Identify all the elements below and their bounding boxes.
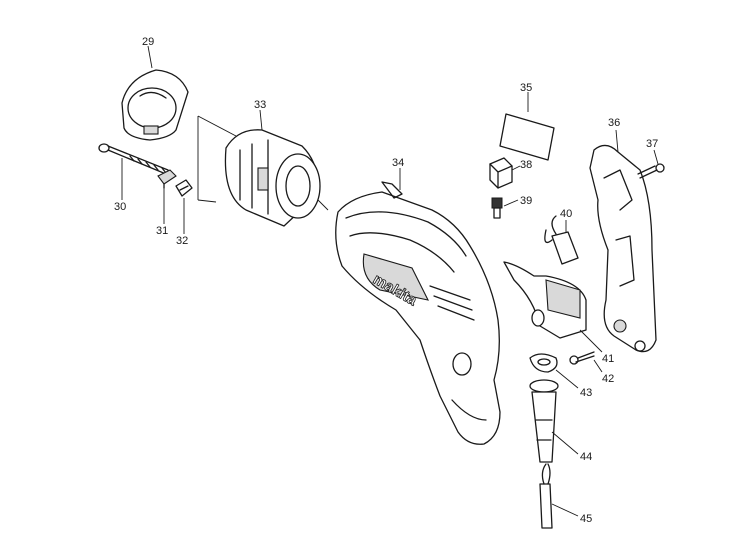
callout-33: 33 [254,99,266,111]
part-44-cord-guard [529,379,579,463]
part-41-switch [503,261,603,353]
callout-42: 42 [602,373,614,385]
callout-32: 32 [176,235,188,247]
part-29-baffle-ring [121,45,189,141]
callout-40: 40 [560,208,572,220]
part-40-capacitor [544,215,579,265]
part-42-screw [569,351,603,373]
part-30-screw [98,143,169,200]
callout-34: 34 [392,157,404,169]
part-45-power-cord [539,463,579,529]
callout-45: 45 [580,513,592,525]
callout-44: 44 [580,451,592,463]
part-32-holder [175,179,193,234]
part-35-label-plate [499,92,555,161]
part-37-screw [637,149,665,179]
callout-37: 37 [646,138,658,150]
part-38-brush-holder [489,157,521,189]
callout-43: 43 [580,387,592,399]
part-36-handle-half [589,129,657,353]
part-43-cord-clamp [529,353,579,389]
callout-41: 41 [602,353,614,365]
part-31-holder-clip [157,169,177,224]
callout-38: 38 [520,159,532,171]
callout-35: 35 [520,82,532,94]
part-34-housing: makita [335,168,501,445]
callout-31: 31 [156,225,168,237]
callout-29: 29 [142,36,154,48]
part-33-field [197,109,329,227]
callout-39: 39 [520,195,532,207]
part-39-carbon-brush [491,197,519,219]
callout-30: 30 [114,201,126,213]
callout-36: 36 [608,117,620,129]
